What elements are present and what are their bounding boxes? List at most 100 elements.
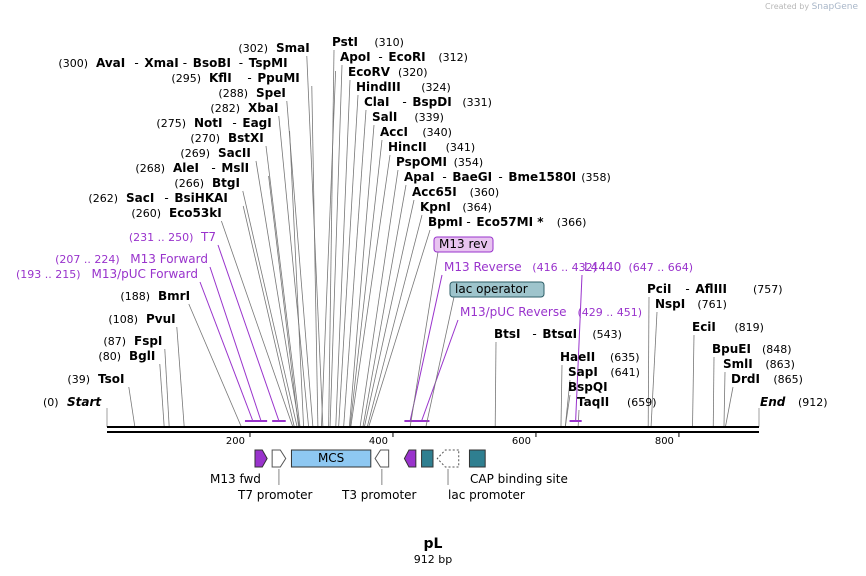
site-position: (360): [470, 186, 500, 199]
site-separator: -: [183, 56, 187, 70]
site-pspomi: PspOMI(354): [396, 155, 483, 169]
site-position: (659): [627, 396, 657, 409]
site-bpuei: BpuEI(848): [712, 342, 792, 356]
site-name: HincII: [388, 140, 427, 154]
feature-arrow: [271, 449, 287, 468]
site-name: AvaI: [96, 56, 125, 70]
feature-box: [421, 449, 434, 468]
feature-box: [290, 449, 372, 468]
site-name: BstXI: [228, 131, 264, 145]
feature-arrow: [374, 449, 390, 468]
site-position: (295): [171, 72, 201, 85]
site-name: XbaI: [248, 101, 278, 115]
site-name: BtsI: [494, 327, 521, 341]
site-alei: (268)AleI-MslI: [135, 161, 249, 175]
site-saci: (262)SacI-BsiHKAI: [88, 191, 227, 205]
site-name: BaeGI: [452, 170, 492, 184]
boxed-label-bg: [433, 236, 494, 253]
primer-line: [409, 274, 443, 422]
site-name: BmrI: [158, 289, 190, 303]
site-smli: SmlI(863): [723, 357, 795, 371]
site-line: [366, 214, 423, 428]
site-position: (108): [108, 313, 138, 326]
site-sacii: (269)SacII: [180, 146, 250, 160]
site-separator: -: [378, 50, 382, 64]
snapgene-credit: Created by SnapGene: [765, 2, 858, 12]
site-separator: -: [247, 71, 251, 85]
site-eco53ki: (260)Eco53kI: [131, 206, 221, 220]
site-acci: AccI(340): [380, 125, 452, 139]
site-name: SmlI: [723, 357, 753, 371]
site-xbai: (282)XbaI: [210, 101, 278, 115]
site-position: (543): [592, 328, 622, 341]
site-line: [348, 124, 375, 428]
site-line: [188, 303, 242, 428]
site-name: PstI: [332, 35, 358, 49]
site-line: [164, 348, 170, 428]
feature-label: T7 promoter: [237, 488, 313, 502]
site-separator: -: [532, 327, 536, 341]
site-name: AleI: [173, 161, 199, 175]
site-line: [647, 296, 650, 428]
site-name: BtsαI: [542, 327, 577, 341]
feature-label: CAP binding site: [470, 472, 568, 486]
site-name: FspI: [134, 334, 162, 348]
site-name: EagI: [242, 116, 271, 130]
primer-line: [421, 319, 459, 422]
site-fspi: (87) FspI: [103, 334, 162, 348]
site-nspi: NspI(761): [655, 297, 727, 311]
start-label: Start: [67, 395, 102, 409]
site-name: SacII: [218, 146, 251, 160]
site-name: Acc65I: [412, 185, 457, 199]
site-name: EcoRI: [388, 50, 425, 64]
site-line: [564, 394, 571, 428]
site-name: EcoRV: [348, 65, 391, 79]
site-name: TspMI: [249, 56, 288, 70]
primer-line: [575, 274, 583, 422]
primer-name: L4440: [584, 260, 621, 274]
site-line: [577, 409, 580, 428]
feature-box: [468, 449, 486, 468]
feature-lac-promoter: lac promoter: [436, 449, 525, 502]
site-name: TaqII: [577, 395, 609, 409]
site-bgli: (80)BglI: [98, 349, 155, 363]
site-position: (339): [414, 111, 444, 124]
site-name: AflIII: [695, 282, 727, 296]
site-name: PspOMI: [396, 155, 447, 169]
site-name: SapI: [568, 365, 598, 379]
feature-m13-rev: [403, 449, 417, 468]
site-position: (865): [773, 373, 803, 386]
site-position: (757): [753, 283, 783, 296]
site-name: ClaI: [364, 95, 389, 109]
site-hindiii: HindIII(324): [356, 80, 451, 94]
site-line: [321, 70, 336, 428]
site-name: KflI: [209, 71, 232, 85]
site-line: [329, 64, 343, 428]
site-line: [560, 364, 563, 428]
primer-range: (416 .. 432): [532, 261, 597, 274]
site-name: Eco53kI: [169, 206, 222, 220]
site-name: Bme1580I: [508, 170, 576, 184]
primer-m13-reverse: M13 Reverse(416 .. 432): [444, 260, 597, 274]
site-separator: -: [211, 161, 215, 175]
site-separator: -: [402, 95, 406, 109]
site-separator: -: [134, 56, 138, 70]
site-separator: -: [685, 282, 689, 296]
site-ecii: EciI(819): [692, 320, 764, 334]
site-position: (270): [190, 132, 220, 145]
site-line: [242, 205, 295, 428]
primer-m13-puc-reverse: M13/pUC Reverse(429 .. 451): [460, 305, 642, 319]
site-line: [265, 145, 301, 428]
site-pcii: PciI-AflIII(757): [647, 282, 783, 296]
site-line: [368, 229, 431, 428]
site-position: (87): [103, 335, 126, 348]
site-position: (266): [174, 177, 204, 190]
site-name: HaeII: [560, 350, 595, 364]
site-name: NotI: [194, 116, 223, 130]
site-acc65i: Acc65I (360): [412, 185, 499, 199]
site-position: (268): [135, 162, 165, 175]
snapgene-logo: SnapGene: [811, 2, 858, 12]
feature-label: M13 fwd: [210, 472, 261, 486]
